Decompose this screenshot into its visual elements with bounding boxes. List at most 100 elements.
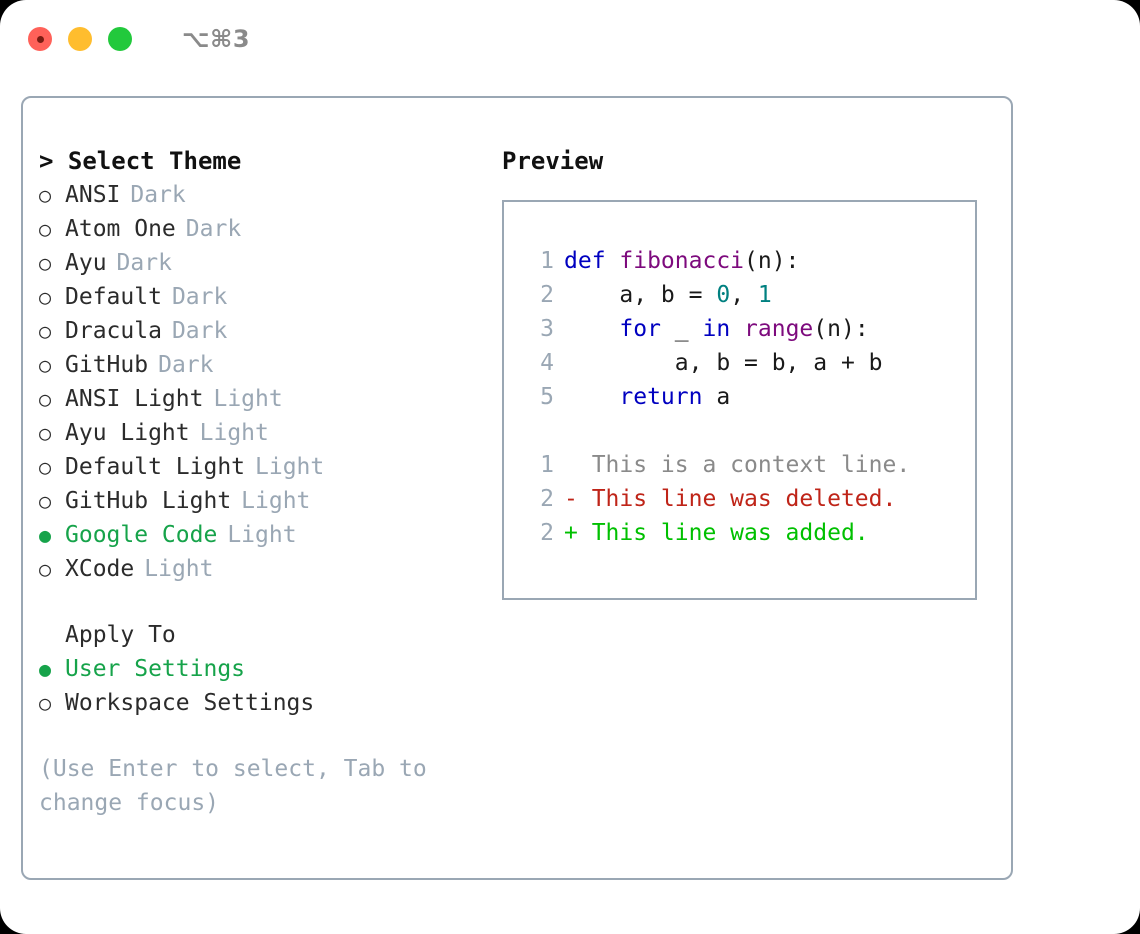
theme-option-name: Google Code [65,522,218,548]
preview-heading: Preview [502,147,604,175]
code-token-pl: a [702,384,731,410]
code-token-num: 1 [757,282,772,308]
code-token-pl: _ [660,316,703,342]
radio-unselected-icon: ○ [39,319,52,343]
theme-option-github-light[interactable]: ○ GitHub Light Light [39,484,509,518]
code-token-kw: def [564,248,620,274]
code-token-kw: for [619,316,661,342]
radio-selected-icon: ● [39,657,52,681]
radio-selected-icon: ● [39,523,52,547]
title-bar: ⌥⌘3 [0,0,1140,78]
code-line-content: for _ in range(n): [564,312,869,346]
theme-option-category: Light [255,454,325,480]
code-line-content: a, b = b, a + b [564,346,883,380]
code-line: 3 for _ in range(n): [504,312,975,346]
theme-option-default-light[interactable]: ○ Default Light Light [39,450,509,484]
radio-unselected-icon: ○ [39,557,52,581]
traffic-light-group [28,27,132,51]
code-line: 4 a, b = b, a + b [504,346,975,380]
diff-sample: 1 This is a context line.2- This line wa… [504,448,975,550]
radio-unselected-icon: ○ [39,691,52,715]
theme-option-category: Light [199,420,269,446]
apply-to-option-user-settings[interactable]: ●User Settings [39,652,509,686]
theme-option-name: Dracula [65,318,162,344]
theme-option-name: GitHub [65,352,149,378]
minimize-window-button[interactable] [68,27,92,51]
theme-option-category: Light [241,488,311,514]
apply-to-option-workspace-settings[interactable]: ○Workspace Settings [39,686,509,720]
code-token-pl: (n): [744,248,800,274]
radio-unselected-icon: ○ [39,387,52,411]
code-token-pl: a, b = [564,282,717,308]
line-number: 2 [540,282,554,308]
theme-option-name: GitHub Light [65,488,232,514]
radio-unselected-icon: ○ [39,285,52,309]
theme-option-category: Light [144,556,214,582]
radio-unselected-icon: ○ [39,251,52,275]
theme-option-category: Light [213,386,283,412]
code-token-kw: return [619,384,703,410]
code-token-num: 0 [716,282,731,308]
line-number: 5 [540,384,554,410]
apply-to-option-list[interactable]: ●User Settings○Workspace Settings [39,652,509,720]
radio-unselected-icon: ○ [39,489,52,513]
theme-option-name: Atom One [65,216,176,242]
line-number: 1 [540,452,554,478]
line-number: 3 [540,316,554,342]
maximize-window-button[interactable] [108,27,132,51]
diff-line-ctx: 1 This is a context line. [504,448,975,482]
apply-to-heading: Apply To [65,622,176,648]
code-line: 1 def fibonacci(n): [504,244,975,278]
code-token-pl: (n): [813,316,869,342]
theme-option-xcode[interactable]: ○ XCode Light [39,552,509,586]
diff-line-content: + This line was added. [564,520,869,546]
select-theme-heading: > Select Theme [39,147,242,175]
code-token-pl [564,384,619,410]
code-token-pl [730,316,744,342]
theme-option-category: Dark [158,352,214,378]
diff-line-content: This is a context line. [564,452,911,478]
theme-option-name: ANSI Light [65,386,204,412]
close-window-button[interactable] [28,27,52,51]
line-number: 1 [540,248,554,274]
diff-line-add: 2+ This line was added. [504,516,975,550]
radio-unselected-icon: ○ [39,421,52,445]
code-line: 5 return a [504,380,975,414]
code-line: 2 a, b = 0, 1 [504,278,975,312]
code-spacer [504,414,975,448]
radio-unselected-icon: ○ [39,183,52,207]
code-line-content: def fibonacci(n): [564,244,799,278]
theme-option-github[interactable]: ○ GitHub Dark [39,348,509,382]
theme-option-category: Dark [185,216,242,242]
code-token-pl [564,316,619,342]
code-token-kw: in [702,316,731,342]
theme-option-category: Dark [171,284,228,310]
theme-option-atom-one[interactable]: ○ Atom One Dark [39,212,509,246]
theme-option-ayu-light[interactable]: ○ Ayu Light Light [39,416,509,450]
diff-line-content: - This line was deleted. [564,486,897,512]
line-number: 4 [540,350,554,376]
radio-unselected-icon: ○ [39,217,52,241]
theme-option-category: Dark [116,250,172,276]
radio-unselected-icon: ○ [39,455,52,479]
theme-option-ansi-light[interactable]: ○ ANSI Light Light [39,382,509,416]
theme-option-name: Default Light [65,454,246,480]
keyboard-shortcut-label: ⌥⌘3 [182,25,251,53]
theme-option-name: Ayu Light [65,420,190,446]
theme-option-name: XCode [65,556,135,582]
code-token-pl: , [730,282,758,308]
code-line-content: a, b = 0, 1 [564,278,772,312]
radio-unselected-icon: ○ [39,353,52,377]
